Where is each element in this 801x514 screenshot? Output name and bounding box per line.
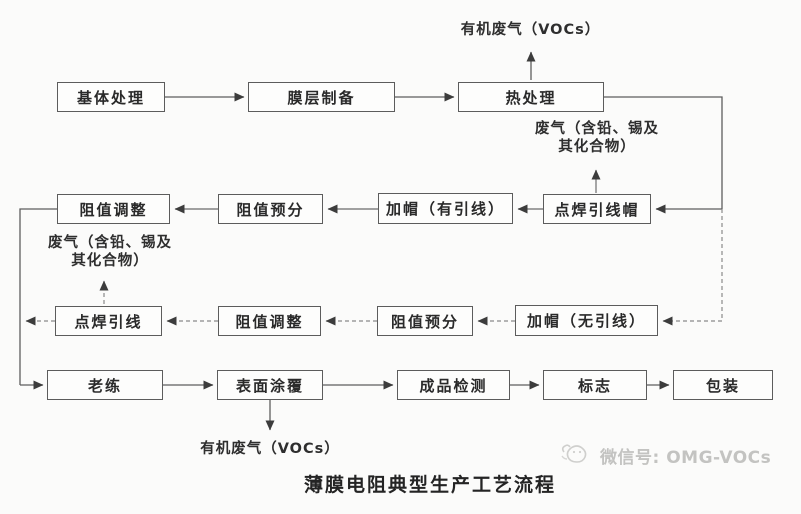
node-heat-treatment: 热处理 (458, 82, 604, 112)
diagram-title: 薄膜电阻典型生产工艺流程 (303, 474, 556, 496)
node-label: 点焊引线帽 (554, 200, 640, 219)
node-cap-with-leads: 加帽（有引线） (378, 193, 513, 224)
node-label: 膜层制备 (287, 88, 356, 107)
annotation-vocs-top: 有机废气（VOCs） (448, 21, 613, 39)
node-label: 基体处理 (76, 88, 145, 107)
node-adjust-no-leads: 阻值调整 (218, 306, 321, 336)
node-final-inspection: 成品检测 (397, 370, 510, 400)
node-label: 成品检测 (419, 376, 488, 395)
node-label: 阻值调整 (235, 312, 304, 331)
node-label: 加帽（有引线） (385, 200, 505, 218)
node-adjust-with-leads: 阻值调整 (57, 194, 170, 224)
node-label: 加帽（无引线） (526, 312, 646, 330)
node-label: 阻值预分 (236, 200, 305, 219)
node-spot-weld-leads: 点焊引线 (55, 306, 162, 336)
node-marking: 标志 (543, 370, 647, 400)
node-presort-with-leads: 阻值预分 (218, 194, 323, 224)
node-presort-no-leads: 阻值预分 (377, 306, 473, 336)
annotation-vocs-bottom: 有机废气（VOCs） (200, 440, 340, 458)
node-label: 阻值预分 (390, 312, 459, 331)
annotation-text: 其化合物） (558, 139, 636, 156)
node-label: 包装 (705, 376, 740, 395)
node-label: 热处理 (505, 88, 557, 107)
node-spot-weld-lead-cap: 点焊引线帽 (543, 194, 651, 224)
annotation-waste-gas-left: 废气（含铅、锡及 其化合物） (30, 234, 190, 270)
watermark: 微信号: OMG-VOCs (558, 438, 771, 472)
node-cap-no-leads: 加帽（无引线） (515, 305, 658, 336)
node-label: 阻值调整 (79, 200, 148, 219)
annotation-text: 其化合物） (71, 253, 149, 270)
annotation-waste-gas-right: 废气（含铅、锡及 其化合物） (521, 120, 673, 156)
wechat-doodle-icon (561, 444, 587, 463)
node-label: 标志 (577, 376, 612, 395)
annotation-text: 有机废气（VOCs） (200, 441, 340, 457)
node-label: 老练 (87, 376, 122, 395)
node-packaging: 包装 (673, 370, 773, 400)
annotation-text: 废气（含铅、锡及 (48, 235, 172, 251)
annotation-text: 有机废气（VOCs） (460, 22, 601, 38)
node-film-prep: 膜层制备 (248, 82, 395, 112)
annotation-text: 废气（含铅、锡及 (535, 121, 659, 137)
node-base-treatment: 基体处理 (57, 82, 165, 112)
node-label: 表面涂覆 (235, 376, 304, 395)
watermark-text: 微信号: OMG-VOCs (600, 447, 772, 468)
node-surface-coating: 表面涂覆 (217, 370, 323, 400)
node-aging: 老练 (47, 370, 163, 400)
node-label: 点焊引线 (74, 312, 143, 331)
